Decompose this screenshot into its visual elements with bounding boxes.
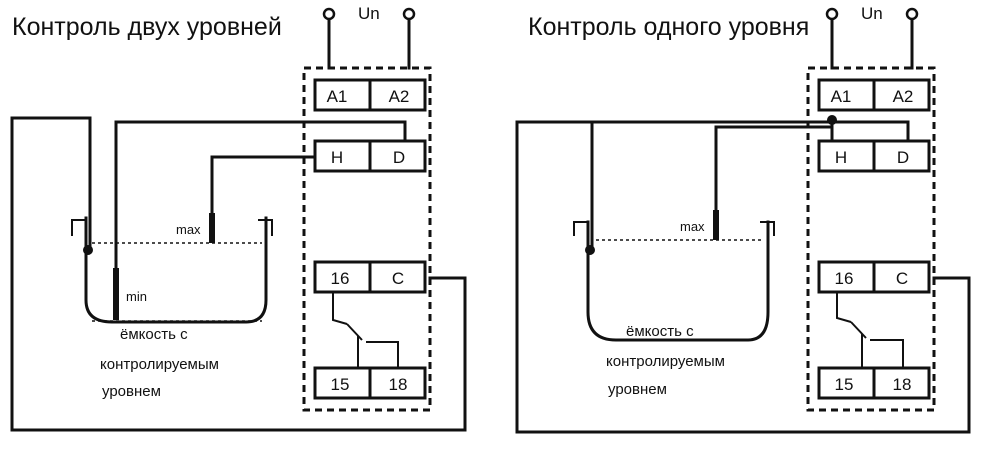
- terminal-c: C: [392, 269, 404, 288]
- diagram-two-levels: Контроль двух уровней Un: [10, 4, 467, 432]
- terminal-16: 16: [331, 269, 350, 288]
- wiring: [515, 116, 971, 434]
- diagram-title: Контроль одного уровня: [528, 13, 809, 41]
- terminal-block-h-d: H D: [817, 139, 931, 173]
- min-probe-label: min: [126, 289, 147, 304]
- min-probe-icon: [113, 268, 119, 320]
- terminal-15: 15: [331, 375, 350, 394]
- ground-electrode-node-icon: [83, 245, 93, 255]
- terminal-a1: A1: [831, 87, 852, 106]
- diagram-title: Контроль двух уровней: [12, 13, 282, 41]
- relay-module-outline: [302, 66, 432, 412]
- tank-caption: ёмкость с контролируемым уровнем: [606, 323, 725, 398]
- terminal-d: D: [897, 148, 909, 167]
- supply-pin-icon: [825, 7, 839, 21]
- supply-pin-icon: [402, 7, 416, 21]
- terminal-block-15-18: 15 18: [313, 366, 427, 400]
- terminal-15: 15: [835, 375, 854, 394]
- supply-label: Un: [358, 4, 380, 23]
- supply-pin-icon: [905, 7, 919, 21]
- terminal-18: 18: [389, 375, 408, 394]
- terminal-block-a1-a2: A1 A2: [313, 78, 427, 112]
- terminal-h: H: [835, 148, 847, 167]
- max-probe-label: max: [176, 222, 201, 237]
- terminal-a2: A2: [893, 87, 914, 106]
- jumper-node-icon: [827, 115, 837, 125]
- terminal-block-15-18: 15 18: [817, 366, 931, 400]
- relay-module-outline: [806, 66, 936, 412]
- terminal-block-16-c: 16 C: [817, 260, 931, 294]
- terminal-block-a1-a2: A1 A2: [817, 78, 931, 112]
- terminal-18: 18: [893, 375, 912, 394]
- supply-label: Un: [861, 4, 883, 23]
- terminal-a1: A1: [327, 87, 348, 106]
- tank-caption-line: контролируемым: [606, 353, 725, 370]
- terminal-c: C: [896, 269, 908, 288]
- tank: max min: [71, 213, 273, 324]
- tank-caption-line: контролируемым: [100, 356, 219, 373]
- max-probe-label: max: [680, 219, 705, 234]
- terminal-d: D: [393, 148, 405, 167]
- tank-caption-line: уровнем: [102, 383, 161, 400]
- tank-caption-line: ёмкость с: [626, 323, 694, 340]
- terminal-h: H: [331, 148, 343, 167]
- wiring: [10, 116, 467, 432]
- tank-caption-line: ёмкость с: [120, 326, 188, 343]
- supply-pin-icon: [322, 7, 336, 21]
- diagram-one-level: Контроль одного уровня Un: [515, 4, 971, 434]
- supply-terminals: Un: [825, 4, 919, 70]
- supply-terminals: Un: [322, 4, 416, 70]
- max-probe-icon: [209, 213, 215, 243]
- tank-caption-line: уровнем: [608, 381, 667, 398]
- tank-caption: ёмкость с контролируемым уровнем: [100, 326, 219, 400]
- ground-electrode-node-icon: [585, 245, 595, 255]
- terminal-16: 16: [835, 269, 854, 288]
- tank: max: [573, 210, 775, 342]
- max-probe-icon: [713, 210, 719, 240]
- terminal-block-16-c: 16 C: [313, 260, 427, 294]
- terminal-a2: A2: [389, 87, 410, 106]
- terminal-block-h-d: H D: [313, 139, 427, 173]
